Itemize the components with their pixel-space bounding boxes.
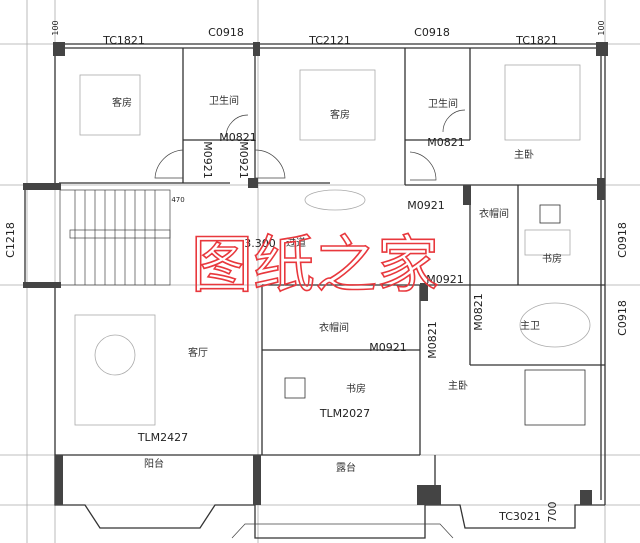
dimension-label: 470 (171, 196, 184, 204)
room-bathroom-right: 卫生间 (428, 97, 458, 110)
window-label: TC2121 (308, 34, 351, 47)
door-label: TLM2027 (319, 407, 370, 420)
door-label: M0921 (407, 199, 445, 212)
door-swings (154, 109, 466, 181)
door-label: M0821 (426, 321, 439, 359)
window-label: C1218 (4, 222, 17, 258)
room-balcony: 阳台 (144, 457, 164, 470)
door-label: TLM2427 (137, 431, 188, 444)
door-label: M0921 (201, 141, 214, 179)
room-guest-left: 客房 (112, 96, 132, 109)
room-study-right: 书房 (542, 252, 562, 265)
room-guest-middle: 客房 (330, 108, 350, 121)
room-corridor: 过道 (286, 236, 306, 249)
window-label: C0918 (616, 222, 629, 258)
dimension-label: 100 (597, 20, 606, 35)
room-living: 客厅 (188, 346, 208, 359)
staircase (59, 189, 171, 286)
room-walkin-closet-middle: 衣帽间 (319, 321, 349, 334)
door-label: M0921 (369, 341, 407, 354)
window-label: TC3021 (498, 510, 541, 523)
door-label: M0921 (237, 141, 250, 179)
room-master-bedroom-bottom: 主卧 (448, 379, 468, 392)
door-label: M0921 (426, 273, 464, 286)
room-master-bath: 主卫 (520, 320, 540, 332)
window-label: TC1821 (515, 34, 558, 47)
furniture (74, 64, 591, 426)
room-bathroom-left: 卫生间 (209, 94, 239, 107)
window-label: C0918 (414, 26, 450, 39)
door-label: M0821 (219, 131, 257, 144)
door-label: M0821 (472, 293, 485, 331)
window-label: C0918 (616, 300, 629, 336)
level-label: 3.300 (244, 237, 276, 250)
room-master-bedroom-top: 主卧 (514, 148, 534, 161)
watermark: 图纸之家 (191, 228, 439, 301)
room-terrace: 露台 (336, 461, 356, 474)
door-label: M0821 (427, 136, 465, 149)
dimension-label: 700 (546, 502, 559, 523)
window-label: TC1821 (102, 34, 145, 47)
room-study-middle: 书房 (346, 382, 366, 395)
columns (23, 42, 608, 505)
dimension-label: 100 (51, 20, 60, 35)
window-label: C0918 (208, 26, 244, 39)
room-walkin-closet-right: 衣帽间 (479, 207, 509, 220)
